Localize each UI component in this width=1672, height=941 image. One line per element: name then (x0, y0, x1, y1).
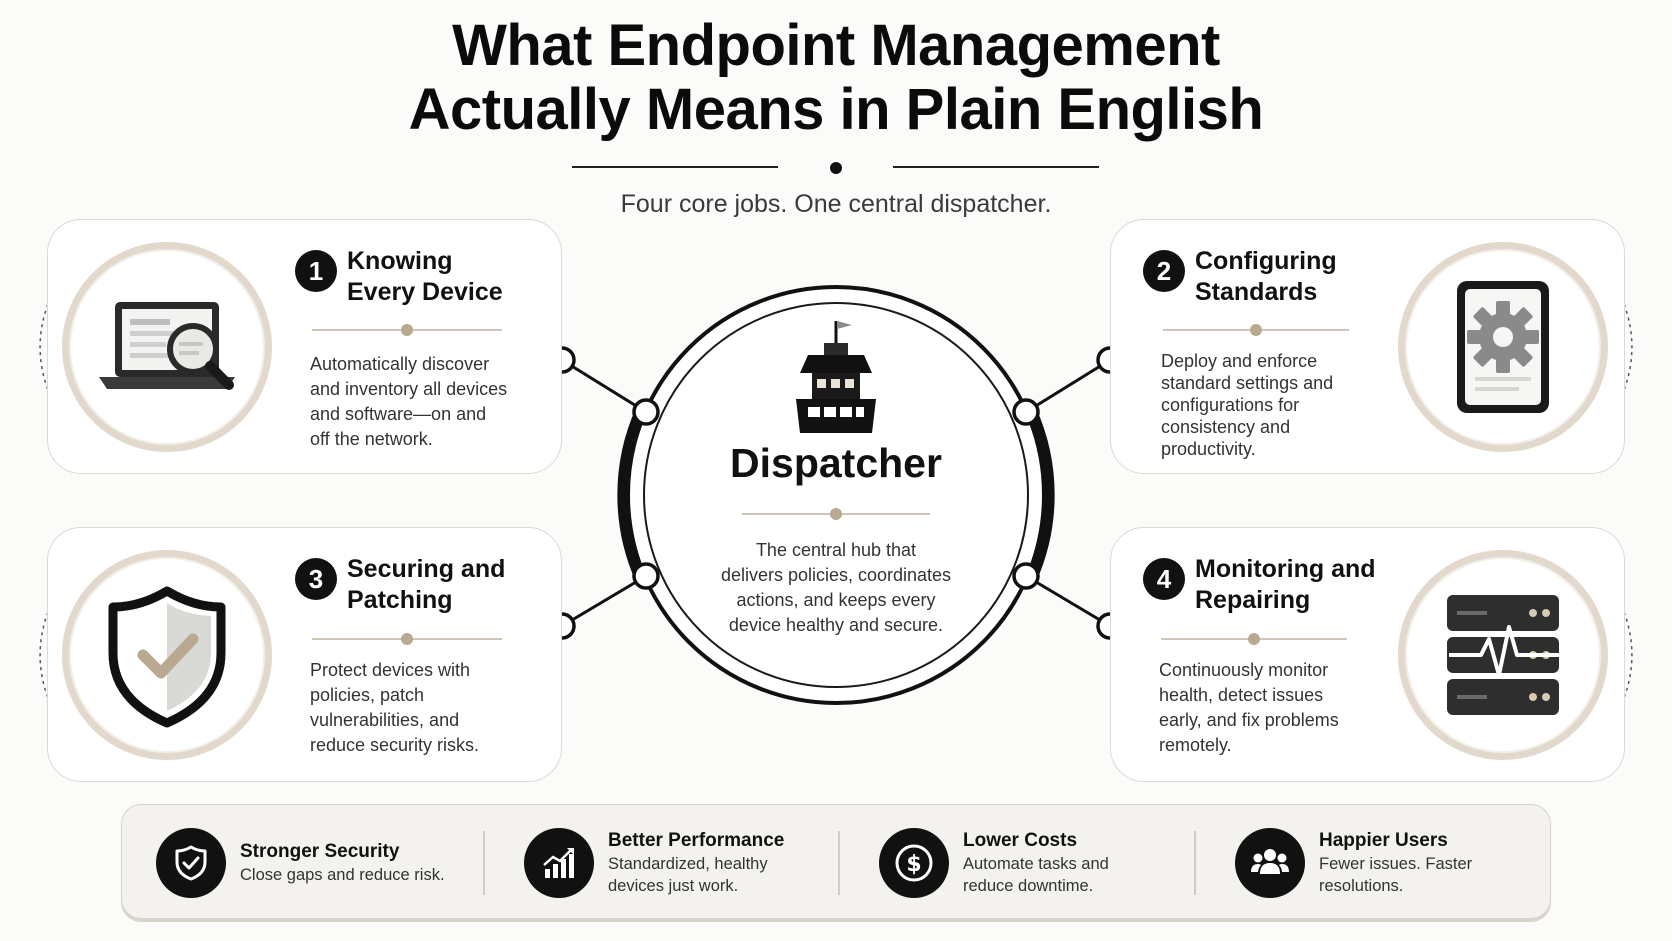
step-number: 3 (295, 558, 337, 600)
users-group-icon (1235, 827, 1305, 898)
benefit-title: Happier Users (1319, 829, 1448, 851)
step-number: 2 (1143, 250, 1185, 292)
card-heading: Knowing Every Device (347, 247, 503, 306)
benefit-description: Standardized, healthy devices just work. (608, 854, 768, 895)
card-description: Automatically discover and inventory all… (310, 354, 508, 449)
benefit-lower-costs: $ Lower Costs Automate tasks and reduce … (879, 805, 1109, 920)
hub-description: The central hub that delivers policies, … (720, 540, 952, 635)
hub-label: Dispatcher (730, 440, 942, 486)
shield-check-icon (62, 550, 272, 760)
step-number: 4 (1143, 558, 1185, 600)
benefit-description: Close gaps and reduce risk. (240, 865, 445, 884)
benefit-title: Lower Costs (963, 829, 1078, 851)
card-description: Continuously monitor health, detect issu… (1159, 660, 1339, 755)
card-heading: Securing and Patching (347, 555, 506, 614)
tablet-gear-icon (1398, 242, 1608, 452)
benefits-bar: Stronger Security Close gaps and reduce … (121, 804, 1551, 919)
benefit-description: Fewer issues. Faster resolutions. (1319, 854, 1473, 895)
card-heading: Configuring Standards (1195, 247, 1337, 306)
growth-chart-icon (524, 827, 594, 898)
step-number: 1 (295, 250, 337, 292)
benefit-separator (838, 831, 840, 895)
card-divider (1163, 324, 1349, 336)
benefit-separator (483, 831, 485, 895)
dollar-coin-icon: $ (879, 827, 949, 898)
benefit-happier-users: Happier Users Fewer issues. Faster resol… (1235, 805, 1472, 920)
control-tower-icon (796, 321, 876, 433)
card-divider (312, 324, 502, 336)
benefit-title: Better Performance (608, 829, 785, 851)
page-subtitle: Four core jobs. One central dispatcher. (620, 190, 1052, 218)
benefit-stronger-security: Stronger Security Close gaps and reduce … (156, 805, 445, 920)
benefit-better-performance: Better Performance Standardized, healthy… (524, 805, 784, 920)
laptop-magnifier-icon (62, 242, 272, 452)
benefit-separator (1194, 831, 1196, 895)
shield-check-icon (156, 827, 226, 898)
benefit-title: Stronger Security (240, 840, 400, 862)
hub-divider (742, 508, 930, 520)
svg-text:$: $ (906, 852, 921, 877)
card-divider (1161, 633, 1347, 645)
card-heading: Monitoring and Repairing (1195, 555, 1376, 614)
card-description: Protect devices with policies, patch vul… (310, 660, 480, 755)
server-heartbeat-icon (1398, 550, 1608, 760)
card-description: Deploy and enforce standard settings and… (1161, 351, 1334, 459)
card-divider (312, 633, 502, 645)
page-title: What Endpoint Management Actually Means … (408, 13, 1264, 142)
benefit-description: Automate tasks and reduce downtime. (963, 854, 1109, 895)
